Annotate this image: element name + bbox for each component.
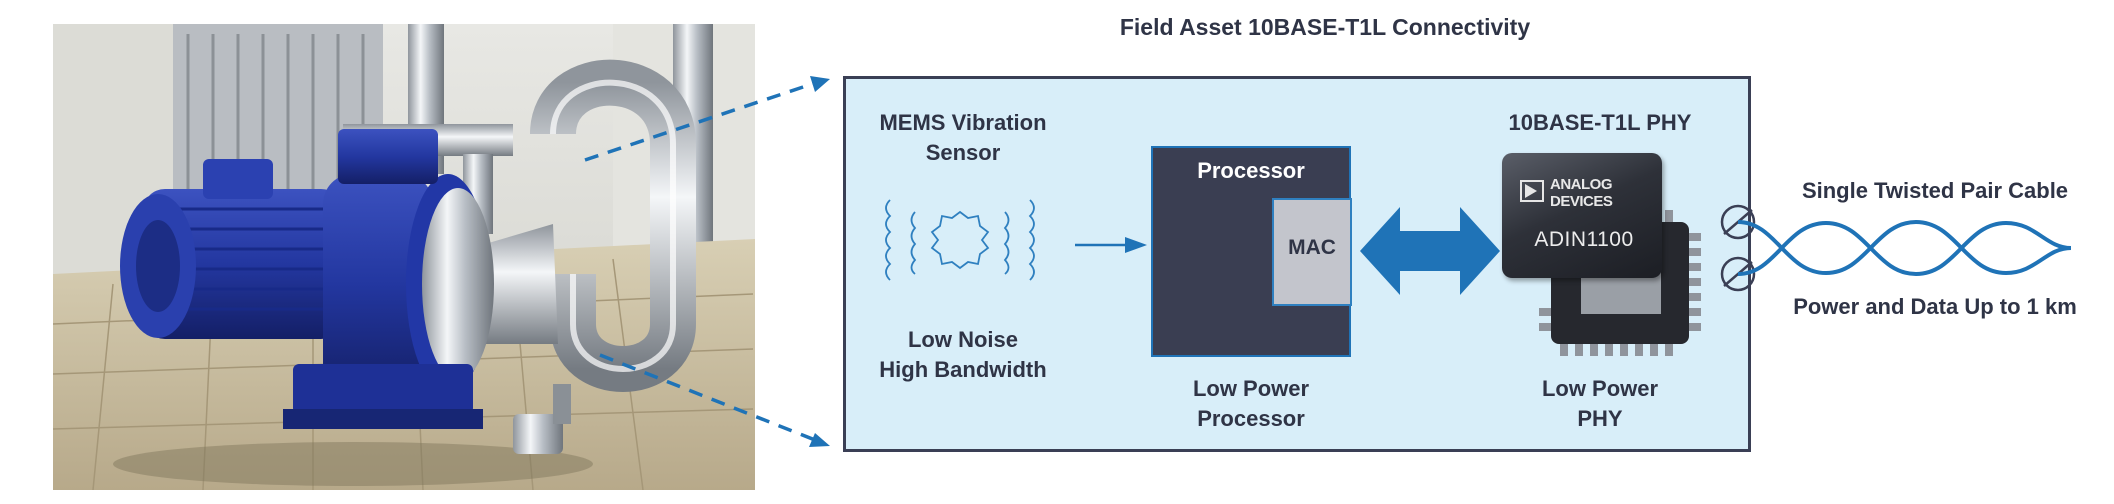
chip-brand-line-1: ANALOG [1550, 176, 1613, 193]
sensor-title: MEMS Vibration Sensor [858, 108, 1068, 168]
right-arrow-icon [1075, 237, 1147, 253]
twisted-pair-icon [1720, 204, 2072, 292]
vibration-wave-icon [885, 199, 1035, 281]
double-arrow-icon [1360, 207, 1500, 295]
mac-label: MAC [1288, 236, 1336, 259]
adin1100-chip [1502, 153, 1662, 278]
processor-description: Low Power Processor [1151, 374, 1351, 434]
phy-desc-line-1: Low Power [1541, 376, 1659, 401]
processor-desc-line-1: Low Power [1192, 376, 1310, 401]
sensor-desc-line-1: Low Noise [907, 327, 1018, 352]
industrial-pump-photo [53, 24, 755, 490]
mac-block [1272, 198, 1352, 306]
sensor-description: Low Noise High Bandwidth [858, 325, 1068, 385]
logo-triangle-icon [1525, 184, 1537, 198]
phy-description: Low Power PHY [1470, 374, 1730, 434]
sensor-title-line-1: MEMS Vibration [879, 110, 1047, 135]
sensor-title-line-2: Sensor [925, 140, 1001, 165]
phy-desc-line-2: PHY [1577, 406, 1623, 431]
diagram-title: Field Asset 10BASE-T1L Connectivity [1119, 14, 1531, 40]
processor-desc-line-2: Processor [1197, 406, 1305, 431]
cable-title: Single Twisted Pair Cable [1801, 178, 2069, 203]
analog-devices-logo-icon [1520, 180, 1544, 202]
phy-title: 10BASE-T1L PHY [1508, 110, 1692, 135]
sensor-desc-line-2: High Bandwidth [879, 357, 1047, 382]
processor-label: Processor [1197, 158, 1305, 183]
chip-brand-line-2: DEVICES [1550, 193, 1613, 210]
chip-part-number: ADIN1100 [1534, 228, 1634, 251]
cable-description: Power and Data Up to 1 km [1793, 294, 2077, 319]
connector-icon [1720, 204, 1756, 292]
